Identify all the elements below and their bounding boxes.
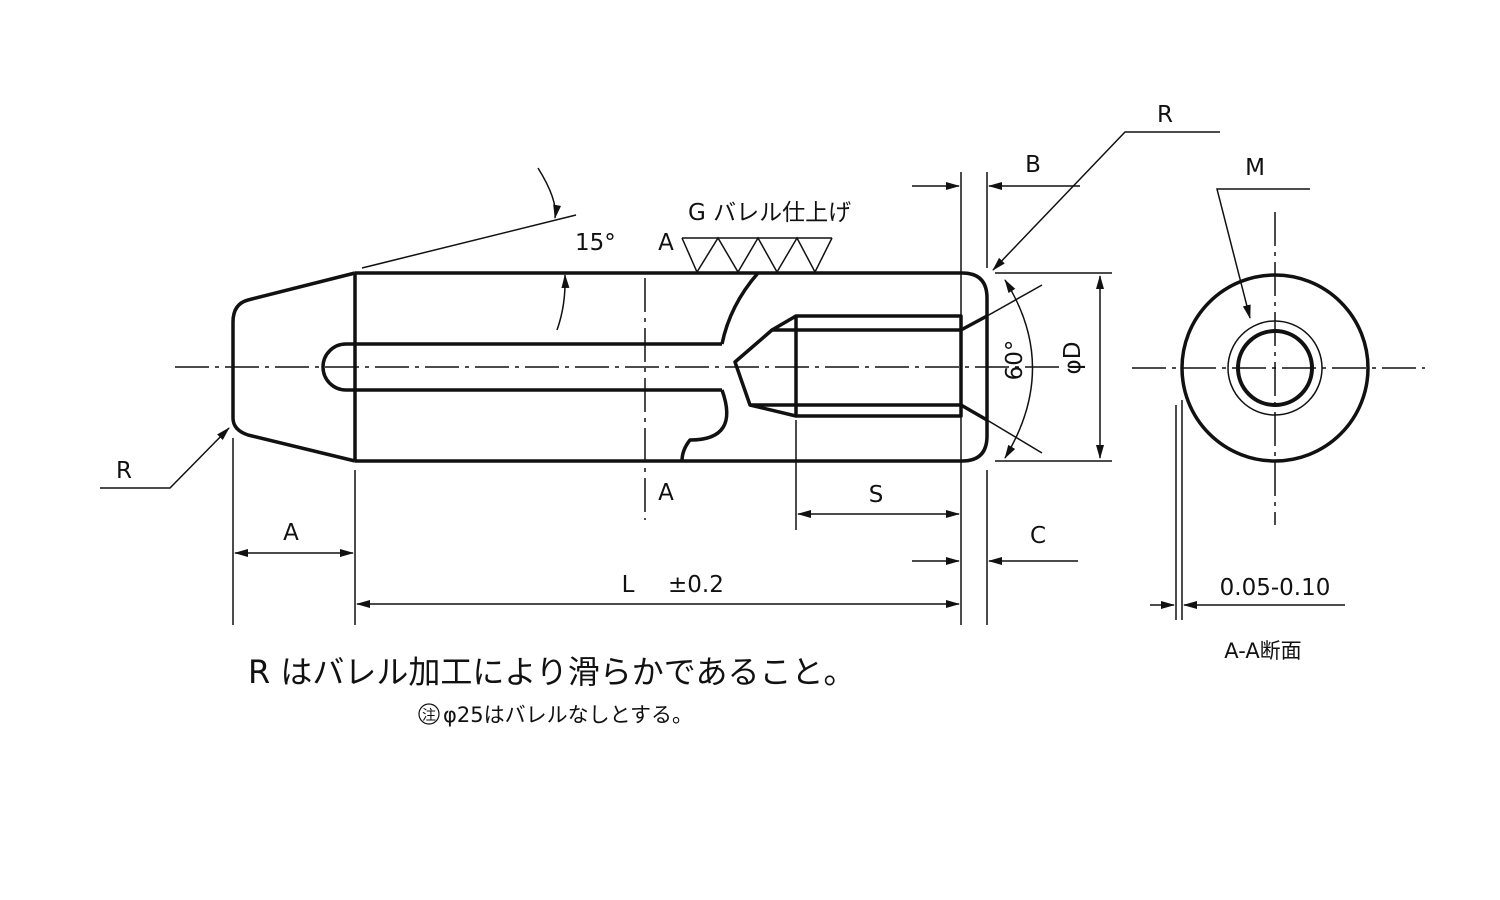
notes: R はバレル加工により滑らかであること。 注 φ25はバレルなしとする。 [248,653,855,727]
label-phi-d: φD [1060,342,1086,375]
label-b-dim: B [1025,152,1041,178]
cylinder-outline [355,271,989,463]
angle-60-arc [1004,279,1034,459]
label-angle-15: 15° [575,230,616,256]
label-r-left: R [116,458,132,484]
label-section-a-top: A [658,230,674,256]
extension-lines [100,131,1310,625]
label-a-dim: A [283,520,299,546]
break-line-bottom [680,389,729,462]
thread-chamfer-top [771,314,797,332]
thread-chamfer-bottom [749,403,797,418]
countersink-bottom [960,403,988,422]
tapered-nose [231,271,356,463]
label-barrel-finish: G バレル仕上げ [688,200,851,226]
note-sub: φ25はバレルなしとする。 [443,703,693,727]
thread-minor-circle [1236,329,1314,407]
center-lines [175,212,1425,525]
label-s-dim: S [869,482,884,508]
countersink-top [960,314,988,332]
label-clearance: 0.05-0.10 [1220,575,1331,601]
break-line-top [720,271,760,345]
angle-15-arc-bottom [556,274,570,331]
thread-major-circle [1227,320,1323,416]
label-l-tolerance: ±0.2 [668,572,724,598]
label-l-dim: L [622,572,635,598]
drilled-hole [733,328,961,407]
label-angle-60: 60° [1002,340,1028,381]
label-r-top: R [1157,102,1173,128]
outer-circle [1180,273,1370,463]
pin-body [231,271,989,463]
label-section-title: A-A断面 [1224,639,1301,663]
note-main: R はバレル加工により滑らかであること。 [248,653,855,691]
axial-groove [321,342,722,392]
dimension-lines [234,167,1345,609]
label-section-a-bottom: A [658,480,674,506]
label-c-dim: C [1030,523,1046,549]
note-sub-mark: 注 [422,708,436,724]
label-m-thread: M [1245,155,1265,181]
section-view [1180,273,1370,463]
angle-15-arc-top [537,167,562,219]
note-mark-circle [418,703,440,725]
surface-finish-symbol [681,236,833,274]
labels: R R A A A 15° G バレル仕上げ B C S L ±0.2 60° … [116,102,1330,663]
